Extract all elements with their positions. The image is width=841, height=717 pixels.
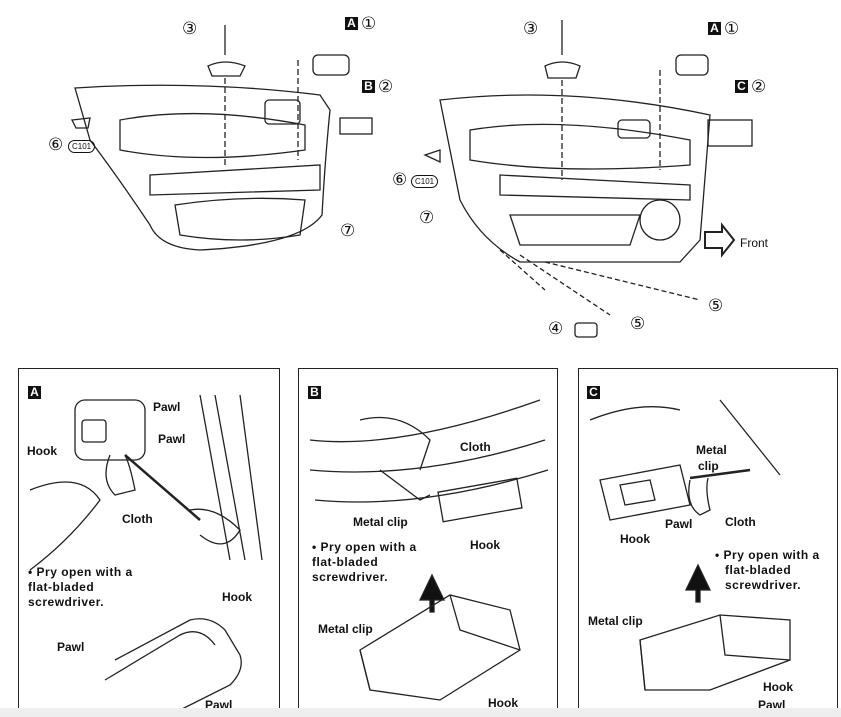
- right-door-trim: [439, 94, 711, 263]
- panel-c: [578, 368, 838, 717]
- label-hook: Hook: [222, 590, 252, 604]
- note-line: • Pry open with a: [715, 548, 820, 562]
- note-line: flat-bladed: [725, 563, 792, 577]
- callout-box-a: A: [345, 17, 358, 30]
- callout-6: ⑥: [48, 135, 64, 154]
- label-metal-clip: Metal clip: [318, 622, 373, 636]
- instruction-note: • Pry open with a flat-bladed screwdrive…: [28, 565, 133, 610]
- note-line: flat-bladed: [28, 580, 95, 594]
- callout-7: ⑦: [419, 208, 435, 227]
- callout-3: ③: [523, 19, 539, 38]
- callout-box-c: C: [735, 80, 748, 93]
- callout-3: ③: [182, 19, 198, 38]
- callout-2: ②: [378, 77, 394, 96]
- note-line: • Pry open with a: [28, 565, 133, 579]
- label-cloth: Cloth: [725, 515, 756, 529]
- note-line: screwdriver.: [312, 570, 389, 584]
- label-hook: Hook: [470, 538, 500, 552]
- callout-box-b: B: [362, 80, 375, 93]
- label-hook: Hook: [488, 696, 518, 710]
- panel-c-tag: C: [587, 386, 600, 399]
- note-line: screwdriver.: [725, 578, 802, 592]
- callout-7: ⑦: [340, 221, 356, 240]
- label-cloth: Cloth: [460, 440, 491, 454]
- front-arrow-icon: [704, 222, 736, 258]
- front-label: Front: [740, 236, 769, 250]
- bottom-strip: [0, 708, 841, 717]
- panel-a: [18, 368, 280, 717]
- up-arrow-icon-c: [684, 563, 712, 603]
- label-metal-clip: Metal: [696, 443, 727, 457]
- label-pawl: Pawl: [665, 517, 693, 531]
- label-metal-clip: Metal clip: [353, 515, 408, 529]
- connector-label: C101: [68, 140, 96, 153]
- note-line: flat-bladed: [312, 555, 379, 569]
- callout-box-a: A: [708, 22, 721, 35]
- panel-a-tag: A: [28, 386, 41, 399]
- label-hook: Hook: [27, 444, 57, 458]
- label-hook: Hook: [620, 532, 650, 546]
- left-door-trim: [74, 84, 331, 251]
- connector-label: C101: [411, 175, 439, 188]
- label-pawl: Pawl: [158, 432, 186, 446]
- note-line: • Pry open with a: [312, 540, 417, 554]
- up-arrow-icon: [418, 573, 446, 613]
- label-hook: Hook: [763, 680, 793, 694]
- label-metal-clip: Metal clip: [588, 614, 643, 628]
- panel-b: [298, 368, 558, 717]
- callout-6: ⑥: [392, 170, 408, 189]
- instruction-note: • Pry open with a flat-bladed screwdrive…: [312, 540, 417, 585]
- callout-4: ④: [548, 319, 564, 338]
- callout-1: ①: [361, 14, 377, 33]
- callout-5: ⑤: [708, 296, 724, 315]
- label-metal-clip: clip: [698, 459, 719, 473]
- callout-1: ①: [724, 19, 740, 38]
- callout-5: ⑤: [630, 314, 646, 333]
- callout-2: ②: [751, 77, 767, 96]
- panel-b-tag: B: [308, 386, 321, 399]
- label-pawl: Pawl: [153, 400, 181, 414]
- instruction-note: • Pry open with a flat-bladed screwdrive…: [715, 548, 820, 593]
- label-pawl: Pawl: [57, 640, 85, 654]
- label-cloth: Cloth: [122, 512, 153, 526]
- note-line: screwdriver.: [28, 595, 105, 609]
